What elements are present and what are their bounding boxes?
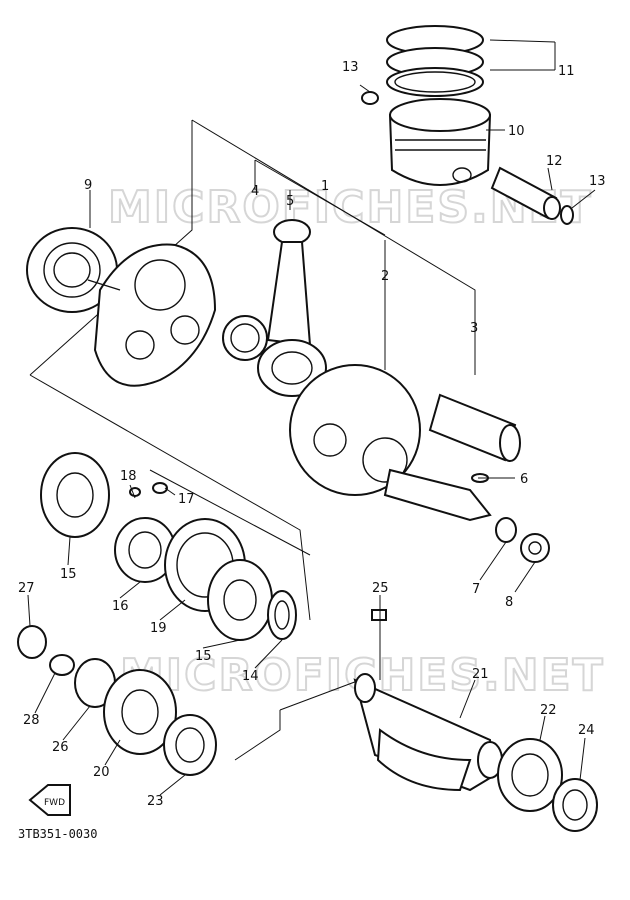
label-2: 2 bbox=[381, 269, 389, 284]
label-27: 27 bbox=[18, 581, 35, 596]
nut-part-27 bbox=[17, 625, 47, 659]
label-15-left: 15 bbox=[60, 567, 77, 582]
label-15-right: 15 bbox=[195, 649, 212, 664]
washer-part-14 bbox=[267, 590, 297, 640]
label-6: 6 bbox=[520, 472, 528, 487]
diagram-code: 3TB351-0030 bbox=[18, 827, 97, 841]
fwd-label: FWD bbox=[44, 798, 65, 808]
label-20: 20 bbox=[93, 765, 110, 780]
label-7: 7 bbox=[472, 582, 480, 597]
piston-rings-part-11 bbox=[386, 25, 484, 97]
label-25: 25 bbox=[372, 581, 389, 596]
label-21: 21 bbox=[472, 667, 489, 682]
label-12: 12 bbox=[546, 154, 563, 169]
washer-part-7 bbox=[495, 517, 517, 543]
plate-part-15-right bbox=[207, 559, 273, 641]
label-13-right: 13 bbox=[589, 174, 606, 189]
label-16: 16 bbox=[112, 599, 129, 614]
label-1: 1 bbox=[321, 179, 329, 194]
piston-pin-part-12 bbox=[490, 166, 561, 220]
label-26: 26 bbox=[52, 740, 69, 755]
plate-part-15-left bbox=[40, 452, 110, 538]
spring-part-17 bbox=[152, 482, 168, 494]
label-3: 3 bbox=[470, 321, 478, 336]
needle-bearing-part-4 bbox=[222, 315, 268, 361]
label-9: 9 bbox=[84, 178, 92, 193]
pin-part-18 bbox=[129, 487, 141, 497]
label-19: 19 bbox=[150, 621, 167, 636]
connecting-rod-part-5 bbox=[257, 219, 327, 397]
bearing-part-22 bbox=[497, 738, 563, 812]
label-11: 11 bbox=[558, 64, 575, 79]
label-5: 5 bbox=[286, 194, 294, 209]
key-part-25 bbox=[371, 609, 387, 621]
leader-lines bbox=[27, 39, 596, 796]
label-17: 17 bbox=[178, 492, 195, 507]
label-18: 18 bbox=[120, 469, 137, 484]
piston-part-10 bbox=[388, 98, 492, 186]
label-24: 24 bbox=[578, 723, 595, 738]
nut-part-8 bbox=[520, 533, 550, 563]
label-22: 22 bbox=[540, 703, 557, 718]
label-23: 23 bbox=[147, 794, 164, 809]
assembly-bracket-lines bbox=[29, 119, 476, 761]
crankshaft-end bbox=[383, 468, 492, 522]
label-10: 10 bbox=[508, 124, 525, 139]
label-28: 28 bbox=[23, 713, 40, 728]
crank-pin-part-3 bbox=[428, 393, 521, 462]
forward-arrow-icon: FWD bbox=[28, 784, 71, 816]
seal-part-24 bbox=[552, 778, 598, 832]
gear-part-20 bbox=[103, 669, 177, 755]
crank-web-right bbox=[289, 364, 421, 496]
label-4: 4 bbox=[251, 184, 259, 199]
circlip-part-13-top bbox=[361, 91, 379, 105]
label-8: 8 bbox=[505, 595, 513, 610]
crank-web-left bbox=[87, 243, 217, 387]
watermark-bottom: MICROFICHES.NET bbox=[120, 650, 605, 701]
bearing-part-23 bbox=[163, 714, 217, 776]
lock-washer-part-28 bbox=[49, 654, 75, 676]
label-14: 14 bbox=[242, 669, 259, 684]
balancer-shaft-part-21 bbox=[353, 673, 503, 792]
label-13-top: 13 bbox=[342, 60, 359, 75]
part-labels: 1 2 3 4 5 6 7 8 9 10 11 12 13 13 14 15 1… bbox=[18, 60, 606, 809]
circlip-part-13-right bbox=[560, 205, 574, 225]
